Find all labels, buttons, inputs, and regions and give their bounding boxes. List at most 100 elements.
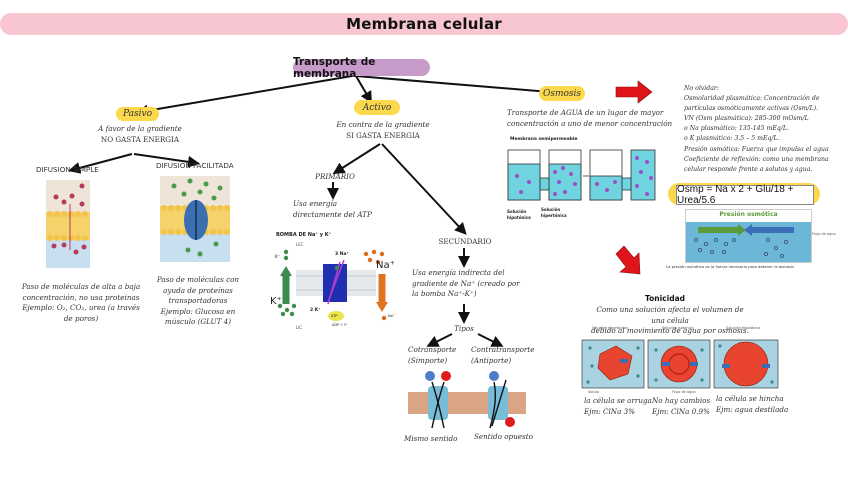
- desc-line: directamente del ATP: [293, 209, 372, 219]
- desc-line: Cotransporte: [408, 345, 457, 354]
- note-line: No olvidar:: [684, 85, 719, 92]
- label-cotransporte: Cotransporte (Simporte): [408, 345, 478, 366]
- desc-line: concentración, no usa proteinas: [22, 292, 140, 302]
- difusion-simple-image: [46, 180, 90, 268]
- note-line: Coeficiente de reflexión: como una membr…: [684, 155, 829, 163]
- node-osmosis: Osmosis: [539, 86, 585, 101]
- desc-line: Solución: [507, 209, 527, 214]
- arrow-tipos-co: [426, 333, 453, 347]
- presion-caption: La presión osmótica es la fuerza necesar…: [666, 264, 795, 269]
- tonicidad-title: Tonicidad: [645, 294, 685, 303]
- title-bar: Membrana celular: [0, 13, 848, 35]
- osmosis-image: [507, 149, 656, 201]
- label-sol-hiper: Solución hipertónica: [541, 207, 567, 219]
- node-pasivo: Pasivo: [116, 107, 159, 121]
- desc-line: Transporte de AGUA de un lugar de mayor: [507, 108, 664, 117]
- presion-title: Presión osmótica: [719, 211, 778, 218]
- desc-line: Paso de moléculas con: [156, 275, 240, 284]
- activo-desc-line: SI GASTA ENERGIA: [346, 130, 420, 140]
- note-line: Osmolaridad plasmática: Concentración de: [684, 95, 820, 103]
- note-line: VN (Osm plasmática): 285-300 mOsm/L: [684, 115, 809, 123]
- pasivo-desc-line: A favor de la gradiente: [98, 124, 182, 133]
- tonicidad-desc: Como una solución afecta el volumen de u…: [590, 305, 750, 337]
- primario-desc: Usa energía directamente del ATP: [293, 199, 393, 220]
- arrow-activo-secundario: [381, 143, 467, 235]
- cotransporte-image: [408, 371, 526, 429]
- note-line: o Na plasmático: 135-145 mEq/L.: [684, 125, 790, 133]
- desc-line: Ejemplo: Glucosa en: [160, 306, 236, 316]
- desc-line: Paso de moléculas de alta a baja: [21, 282, 141, 291]
- cell-sub: Flujo de agua: [672, 390, 696, 394]
- label-difusion-facilitada: DIFUSION FACILITADA: [156, 161, 234, 170]
- arrow-activo-primario: [332, 143, 381, 175]
- desc-line: gradiente de Na⁺ (creado por: [412, 278, 520, 288]
- desc-line: hipertónica: [541, 213, 567, 218]
- node-activo: Activo: [354, 100, 400, 115]
- desc-line: No hay cambios: [652, 396, 711, 405]
- desc-line: transportadoras: [168, 296, 228, 305]
- activo-desc: En contra de la gradiente SI GASTA ENERG…: [318, 120, 448, 141]
- label-secundario: SECUNDARIO: [438, 237, 492, 246]
- desc-line: Usa energía indirecta del: [412, 268, 505, 277]
- notes-block: No olvidar: Osmolaridad plasmática: Conc…: [684, 84, 848, 175]
- difusion-simple-desc: Paso de moléculas de alta a baja concent…: [6, 282, 156, 324]
- arrow-tipos-contra: [477, 333, 504, 347]
- pasivo-desc-line: NO GASTA ENERGIA: [100, 134, 180, 144]
- pump-na-bottom: Na⁺: [388, 314, 395, 318]
- cell-desc-hipotonica: la célula se hincha Ejm: agua destilada: [716, 394, 796, 415]
- cell-sub: Soluto: [588, 390, 600, 394]
- pump-adp: ADP + P: [332, 323, 347, 327]
- desc-line: Ejemplo: O₂, CO₂, urea (a través: [22, 303, 140, 312]
- arrow-pasivo-facilitada: [133, 153, 200, 168]
- difusion-facilitada-image: [160, 176, 230, 262]
- desc-line: la célula se arruga: [584, 396, 652, 405]
- desc-line: Ejm: ClNa 0.9%: [652, 406, 710, 416]
- activo-desc-line: En contra de la gradiente: [336, 120, 430, 129]
- note-line: partículas osmóticamente activas (Osm/L)…: [684, 105, 819, 113]
- desc-line: ayuda de proteínas: [163, 285, 233, 295]
- desc-line: hipotónica: [507, 215, 531, 220]
- desc-line: músculo (GLUT 4): [164, 317, 232, 326]
- label-sentido-opuesto: Sentido opuesto: [474, 432, 533, 441]
- pump-atp: ATP: [331, 314, 338, 318]
- bomba-na-k-image: BOMBA DE Na⁺ y K⁺ LEC LIC K⁺ 3 Na⁺ Na⁺ K…: [270, 232, 400, 332]
- label-mismo-sentido: Mismo sentido: [404, 434, 458, 443]
- arrow-root-activo: [355, 75, 373, 104]
- desc-line: Ejm: agua destilada: [716, 404, 789, 414]
- tonicidad-cells: Solución hipertónica Solución isotónica …: [580, 326, 780, 396]
- desc-line: Usa energía: [293, 199, 338, 208]
- osmosis-desc: Transporte de AGUA de un lugar de mayor …: [507, 108, 677, 129]
- cell-tag: Solución hipertónica: [592, 326, 628, 330]
- desc-line: Contratransporte: [471, 345, 535, 354]
- label-sol-hipo: Solución hipotónica: [507, 209, 531, 221]
- pump-na-big: Na⁺: [376, 260, 395, 271]
- label-tipos: Tipos: [454, 324, 474, 333]
- pump-lic: LIC: [296, 325, 303, 330]
- desc-line: (Simporte): [408, 355, 448, 365]
- pump-k-top: K⁺: [275, 254, 280, 259]
- label-contratransporte: Contratransporte (Antiporte): [471, 345, 551, 366]
- cell-tag: Solución isotónica: [662, 326, 694, 330]
- pasivo-desc: A favor de la gradiente NO GASTA ENERGIA: [60, 124, 220, 145]
- arrow-root-pasivo: [136, 75, 353, 117]
- secundario-desc: Usa energía indirecta del gradiente de N…: [412, 268, 522, 300]
- difusion-facilitada-desc: Paso de moléculas con ayuda de proteínas…: [140, 275, 256, 328]
- label-primario: PRIMARIO: [315, 172, 355, 181]
- desc-line: Ejm: ClNa 3%: [584, 406, 636, 416]
- red-arrow-right-icon: [615, 80, 653, 104]
- presion-osmotica-image: Presión osmótica: [685, 209, 812, 263]
- desc-line: la célula se hincha: [716, 394, 784, 403]
- cell-desc-hipertonica: la célula se arruga Ejm: ClNa 3%: [584, 396, 654, 417]
- desc-line: (Antiporte): [471, 355, 512, 365]
- desc-line: la bomba Na⁺-K⁺): [412, 289, 477, 298]
- red-arrow-down-icon: [615, 246, 641, 275]
- pump-3na: 3 Na⁺: [335, 252, 349, 257]
- note-line: celular responde frente a solutos y agua…: [684, 165, 813, 173]
- note-line: o K plasmático: 3.5 – 5 mEq/L.: [684, 135, 780, 143]
- root-node: Transporte de membrana: [293, 56, 430, 80]
- desc-line: de poros): [63, 313, 99, 323]
- cell-desc-isotonica: No hay cambios Ejm: ClNa 0.9%: [652, 396, 722, 417]
- page-title: Membrana celular: [346, 15, 502, 33]
- arrow-root-osmosis: [355, 75, 566, 99]
